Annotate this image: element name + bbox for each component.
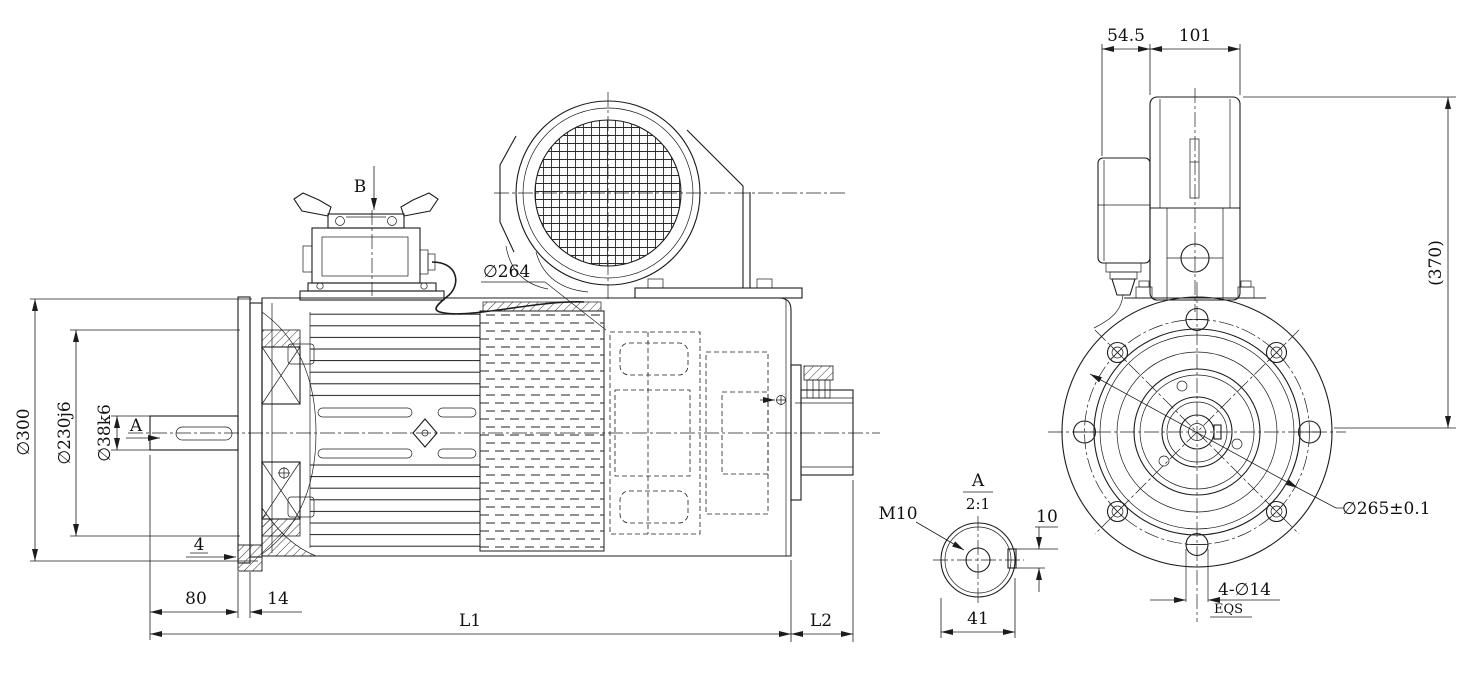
- dim-4-phi14-label: 4-∅14: [1218, 580, 1271, 600]
- side-view: ∅300 ∅230j6 ∅38k6 A 4 80 14 L1: [14, 92, 880, 642]
- encoder-connector: [803, 365, 834, 381]
- cooling-fins-top: [310, 312, 480, 404]
- dim-14-label: 14: [267, 589, 289, 609]
- dim-41-label: 41: [967, 609, 989, 629]
- end-view: 54.5 101 (370) ∅265±0.1 4-∅14 EQS: [1048, 26, 1456, 622]
- dim-l2-label: L2: [810, 611, 832, 631]
- dim-phi300-label: ∅300: [14, 408, 34, 455]
- blower-base: [634, 287, 803, 299]
- detail-a-title: A: [971, 471, 985, 491]
- screw-symbol: [278, 467, 290, 479]
- dim-54-5-label: 54.5: [1107, 26, 1145, 46]
- dim-101-label: 101: [1179, 26, 1211, 46]
- detail-a-scale: 2:1: [966, 495, 990, 513]
- end-view-connector-box: [1093, 157, 1151, 329]
- detail-keyway: [1007, 548, 1017, 569]
- rear-housing: [760, 364, 854, 501]
- dim-4-label: 4: [194, 535, 205, 555]
- dim-80-label: 80: [185, 589, 207, 609]
- fan-grille: [534, 119, 682, 267]
- side-view-dimensions: ∅300 ∅230j6 ∅38k6 A 4 80 14 L1: [14, 166, 854, 642]
- corner-screws: [1106, 341, 1288, 523]
- dim-10-label: 10: [1036, 507, 1058, 527]
- connector-cable: [431, 261, 585, 315]
- dim-l1-label: L1: [459, 611, 481, 631]
- end-view-dimensions: 54.5 101 (370) ∅265±0.1 4-∅14 EQS: [1089, 26, 1456, 618]
- terminal-connector: [293, 192, 585, 315]
- m10-label: M10: [878, 504, 917, 524]
- cooling-fins-bottom: [310, 460, 480, 548]
- rear-screw: [760, 395, 786, 405]
- housing-feet: [1124, 280, 1266, 299]
- eqs-note-label: EQS: [1214, 602, 1243, 617]
- dim-phi264-label: ∅264: [483, 262, 530, 282]
- nameplate-diamond: [412, 418, 438, 448]
- m10-tapped-hole: [965, 547, 991, 573]
- hidden-internals: [609, 331, 769, 535]
- stator-core-section: [479, 301, 605, 552]
- blower-fan: [494, 92, 845, 300]
- section-arrow-a-label: A: [129, 416, 143, 436]
- end-view-blower-housing: [1093, 88, 1266, 329]
- front-bearing: [261, 329, 301, 537]
- flange-holes: [1072, 307, 1322, 602]
- detail-a-view: A 2:1 M10 10 41: [878, 471, 1058, 638]
- view-arrow-b-label: B: [354, 177, 367, 197]
- dim-phi38-label: ∅38k6: [95, 404, 115, 462]
- dim-phi265-label: ∅265±0.1: [1342, 499, 1431, 519]
- bail-latch: [293, 192, 439, 229]
- dim-370-label: (370): [1426, 240, 1446, 286]
- shaft-end: [940, 522, 1016, 598]
- dim-phi230-label: ∅230j6: [55, 401, 75, 464]
